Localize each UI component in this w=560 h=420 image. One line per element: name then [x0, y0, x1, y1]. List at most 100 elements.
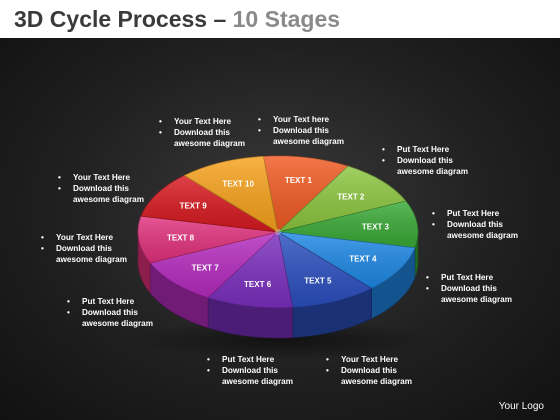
- title-main: 3D Cycle Process –: [14, 6, 233, 32]
- note-line: • Your Text Here: [41, 232, 127, 243]
- note-line: awesome diagram: [159, 138, 245, 149]
- bullet-icon: [207, 376, 222, 387]
- pie-slice-sheen-1: [263, 156, 348, 232]
- bullet-icon: •: [159, 128, 162, 137]
- slice-label-3: TEXT 3: [362, 222, 390, 231]
- note-text: Download this: [441, 284, 497, 293]
- note-text: Download this: [174, 128, 230, 137]
- pie-slice-sheen-7: [150, 232, 278, 298]
- note-line: •Download this: [426, 283, 512, 294]
- note-line: • Download this: [58, 183, 144, 194]
- bullet-icon: •: [258, 126, 261, 135]
- note-text: awesome diagram: [273, 137, 344, 146]
- note-line: •Put Text Here: [426, 272, 512, 283]
- note-line: • Your Text Here: [58, 172, 144, 183]
- pie-slice-sheen-9: [141, 175, 278, 232]
- note-text: Put Text Here: [447, 209, 500, 218]
- bullet-icon: •: [67, 297, 70, 306]
- pie-slice-sheen-5: [278, 232, 372, 308]
- note-text: awesome diagram: [341, 377, 412, 386]
- note-text: awesome diagram: [397, 167, 468, 176]
- note-text: Put Text Here: [397, 145, 450, 154]
- note-text: Download this: [56, 244, 112, 253]
- note-line: awesome diagram: [58, 194, 144, 205]
- bullet-icon: [41, 254, 56, 265]
- note-line: •Your Text Here: [159, 116, 245, 127]
- slice-label-1: TEXT 1: [285, 176, 313, 185]
- note-text: Your Text Here: [73, 173, 131, 182]
- note-line: awesome diagram: [258, 136, 344, 147]
- note-line: • Download this: [382, 155, 468, 166]
- note-line: •Download this: [326, 365, 412, 376]
- note-line: •Download this: [258, 125, 344, 136]
- note-text: Download this: [82, 308, 138, 317]
- note-line: • Download this: [207, 365, 293, 376]
- note-line: • Your Text Here: [326, 354, 412, 365]
- bullet-icon: •: [41, 244, 44, 253]
- note-text: awesome diagram: [73, 195, 144, 204]
- note-text: Download this: [73, 184, 129, 193]
- note-line: • Put Text Here: [207, 354, 293, 365]
- pie-slice-sheen-3: [278, 201, 419, 248]
- bullet-icon: •: [58, 173, 61, 182]
- bullet-icon: •: [432, 220, 435, 229]
- bullet-icon: [258, 136, 273, 147]
- bullet-icon: •: [382, 156, 385, 165]
- note-text: awesome diagram: [82, 319, 153, 328]
- slice-label-10: TEXT 10: [222, 179, 254, 188]
- note-text: Your Text Here: [341, 355, 399, 364]
- note-block-2: • Put Text Here • Download this awesome diag…: [382, 144, 468, 177]
- pie-slice-sheen-10: [184, 156, 278, 232]
- note-block-3: • Put Text Here • Download this awesome diag…: [432, 208, 518, 241]
- note-line: awesome diagram: [432, 230, 518, 241]
- note-text: Your Text here: [273, 115, 330, 124]
- note-text: Download this: [447, 220, 503, 229]
- bullet-icon: [432, 230, 447, 241]
- note-text: Download this: [341, 366, 397, 375]
- pie-hub: [275, 229, 281, 235]
- note-line: • Download this: [67, 307, 153, 318]
- bullet-icon: [67, 318, 82, 329]
- bullet-icon: •: [382, 145, 385, 154]
- pie-slice-sheen-2: [278, 166, 406, 232]
- note-line: • Download this: [159, 127, 245, 138]
- bullet-icon: •: [207, 366, 210, 375]
- bullet-icon: •: [258, 115, 261, 124]
- bullet-icon: •: [41, 233, 44, 242]
- note-text: awesome diagram: [447, 231, 518, 240]
- bullet-icon: [326, 376, 341, 387]
- bullet-icon: •: [67, 308, 70, 317]
- note-text: Your Text Here: [56, 233, 114, 242]
- bullet-icon: •: [432, 209, 435, 218]
- slice-label-6: TEXT 6: [244, 280, 272, 289]
- note-line: awesome diagram: [326, 376, 412, 387]
- slice-label-5: TEXT 5: [304, 277, 332, 286]
- note-line: • Put Text Here: [382, 144, 468, 155]
- slice-label-7: TEXT 7: [192, 264, 220, 273]
- page-title: 3D Cycle Process – 10 Stages: [14, 6, 340, 33]
- note-line: awesome diagram: [67, 318, 153, 329]
- pie-slice-sheen-6: [208, 232, 293, 309]
- slice-label-9: TEXT 9: [180, 201, 208, 210]
- bullet-icon: •: [58, 184, 61, 193]
- slice-label-8: TEXT 8: [167, 234, 195, 243]
- pie-slice-sheen-8: [138, 216, 278, 263]
- note-text: Download this: [222, 366, 278, 375]
- header: 3D Cycle Process – 10 Stages: [0, 0, 560, 38]
- title-subtitle: 10 Stages: [232, 6, 341, 32]
- bullet-icon: [426, 294, 441, 305]
- logo-text: Your Logo: [498, 401, 544, 412]
- note-text: Download this: [397, 156, 453, 165]
- bullet-icon: •: [326, 355, 329, 364]
- bullet-icon: [159, 138, 174, 149]
- note-text: Put Text Here: [222, 355, 275, 364]
- slice-label-2: TEXT 2: [337, 192, 365, 201]
- note-text: Your Text Here: [174, 117, 232, 126]
- bullet-icon: •: [207, 355, 210, 364]
